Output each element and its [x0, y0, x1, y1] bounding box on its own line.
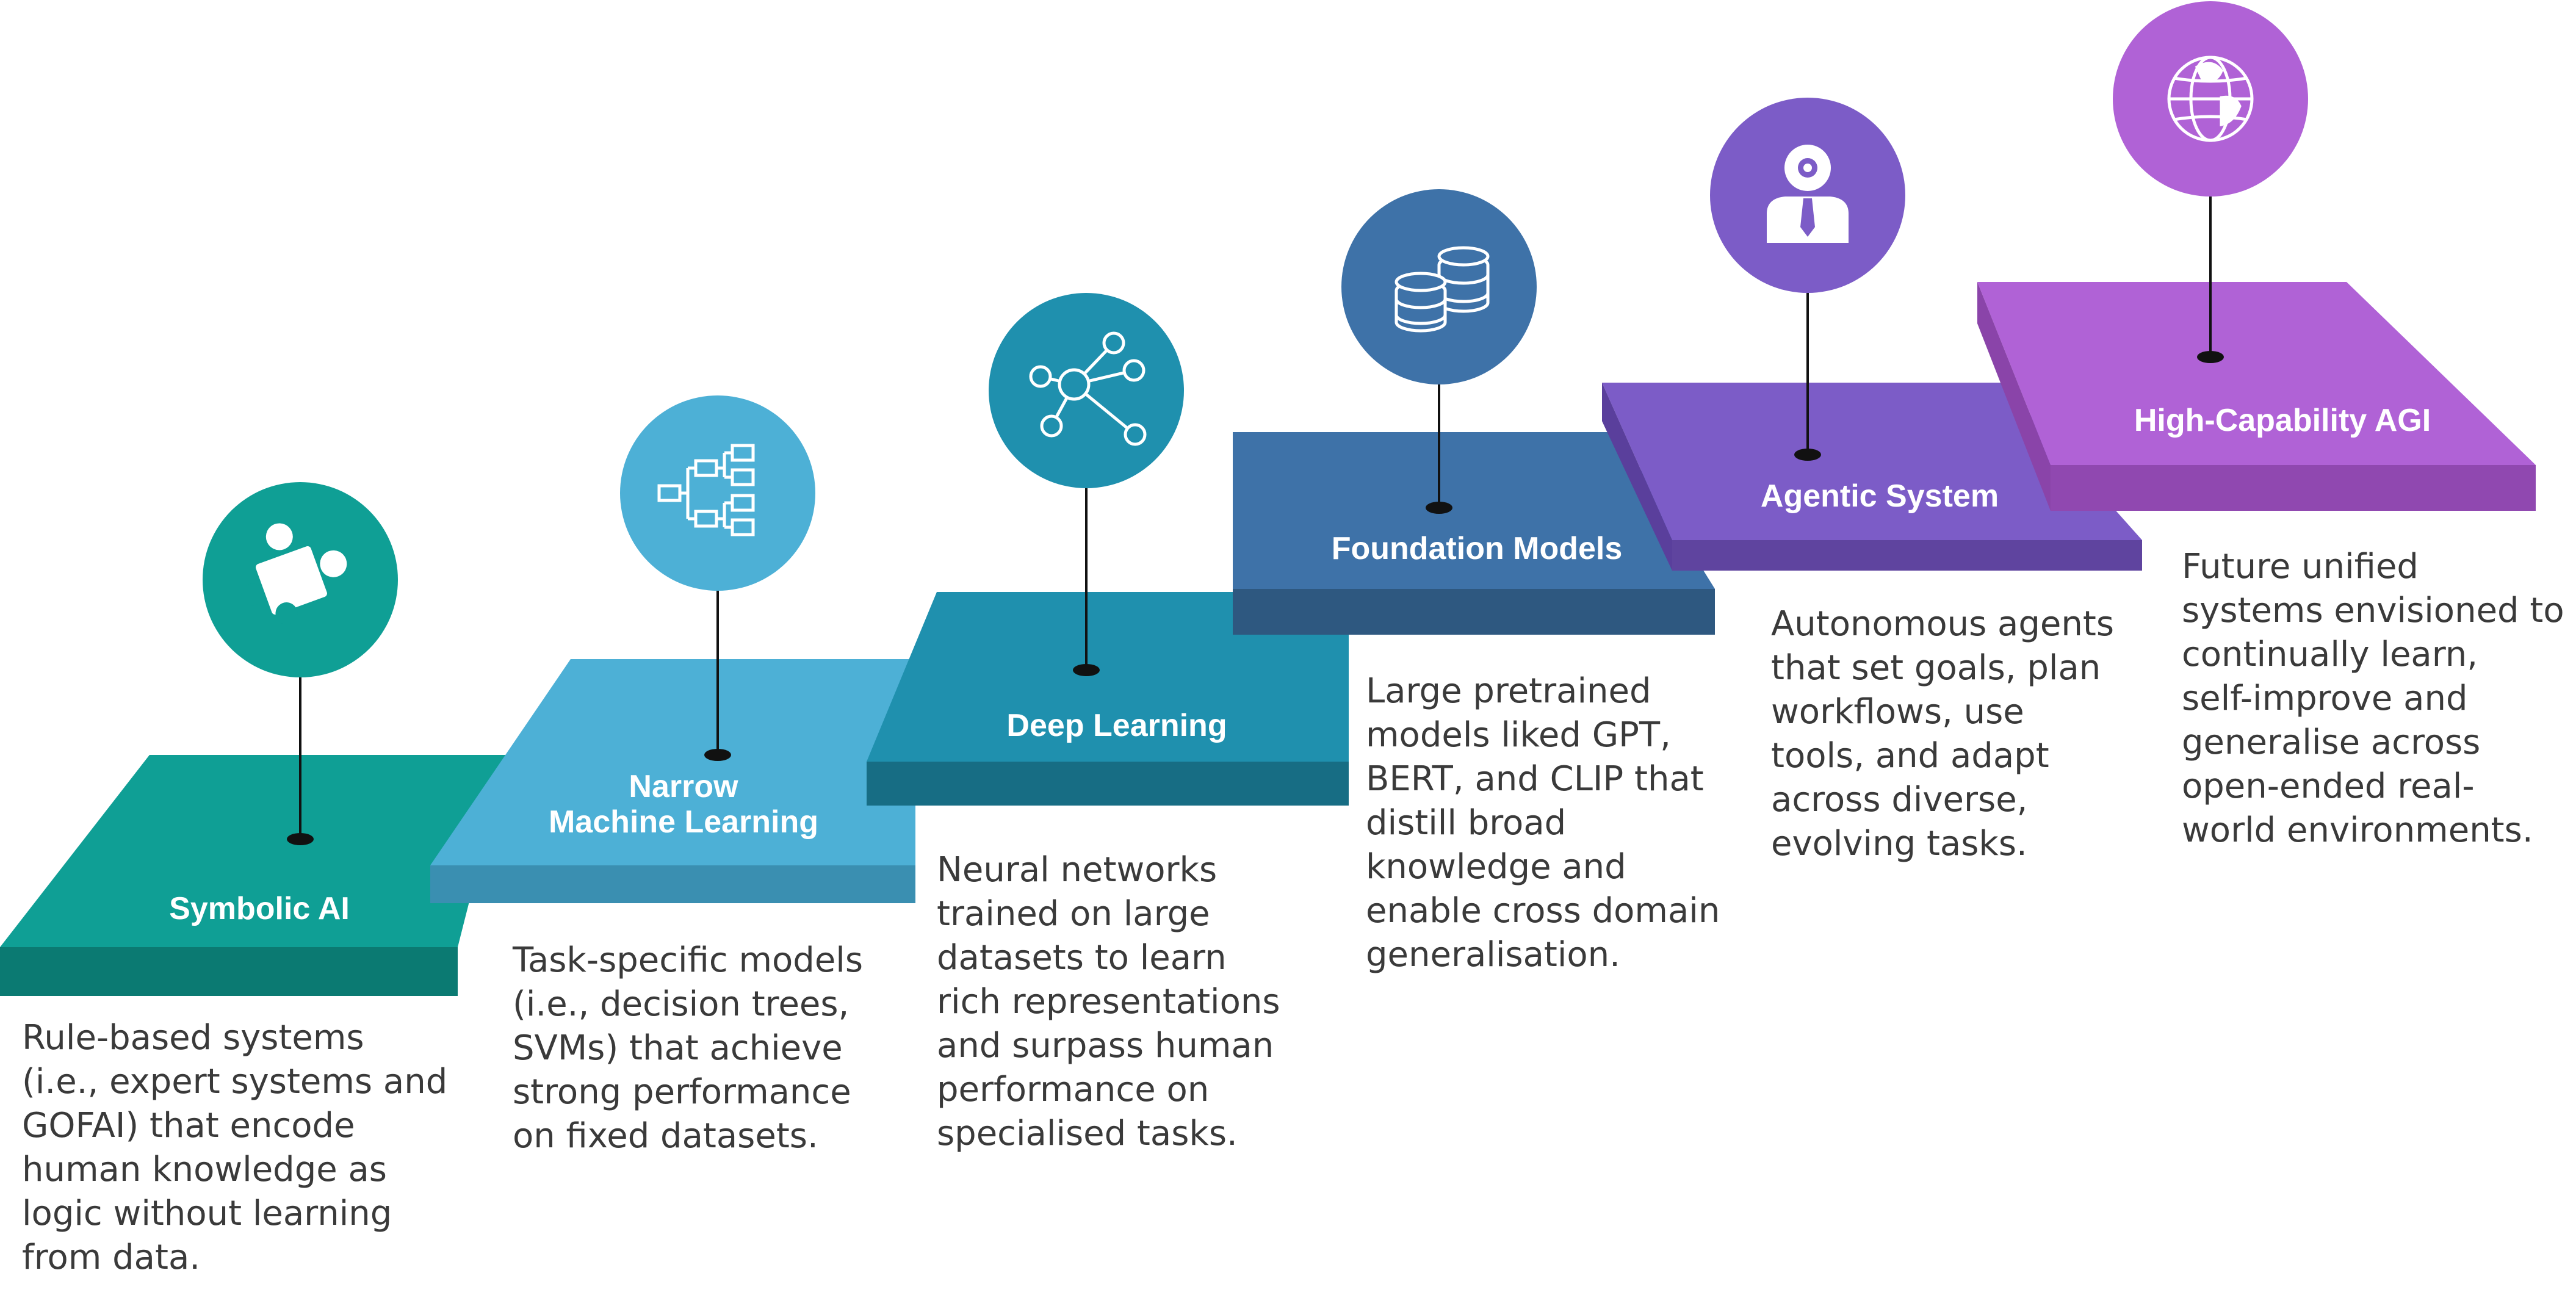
step-6-title: High-Capability AGI: [2134, 403, 2431, 438]
step-5-title: Agentic System: [1760, 478, 1999, 514]
pin-5: [1794, 293, 1821, 461]
puzzle-icon: [241, 523, 347, 625]
step-3-title: Deep Learning: [1006, 708, 1227, 743]
step-4-badge: [1341, 189, 1537, 384]
step-2-title: Narrow Machine Learning: [548, 769, 819, 840]
step-1-platform: [0, 755, 507, 996]
step-4-platform: [1233, 432, 1715, 635]
hierarchy-icon: [657, 444, 755, 536]
step-4-title: Foundation Models: [1331, 531, 1623, 566]
pin-6: [2197, 197, 2224, 363]
pin-2: [704, 587, 731, 761]
step-3-description: Neural networks trained on large dataset…: [937, 850, 1280, 1153]
step-5-description: Autonomous agents that set goals, plan w…: [1771, 604, 2114, 864]
step-2-description: Task-specific models (i.e., decision tre…: [513, 940, 863, 1156]
pin-4: [1426, 384, 1452, 514]
step-2-platform: [430, 659, 915, 903]
step-6-description: Future unified systems envisioned to con…: [2182, 547, 2564, 850]
pin-3: [1073, 488, 1100, 676]
step-5-badge: [1710, 98, 1905, 293]
step-5-platform: [1602, 383, 2142, 571]
globe-icon: [2167, 56, 2254, 142]
step-1-title: Symbolic AI: [169, 891, 350, 926]
step-3-platform: [867, 592, 1349, 806]
database-icon: [1394, 246, 1490, 333]
pin-1: [287, 673, 314, 845]
step-1-badge: [203, 482, 398, 677]
agent-icon: [1767, 145, 1849, 243]
step-6-platform: [1977, 282, 2536, 511]
step-1-description: Rule-based systems (i.e., expert systems…: [22, 1018, 448, 1277]
step-4-description: Large pretrained models liked GPT, BERT,…: [1366, 671, 1720, 975]
network-icon: [1029, 331, 1147, 446]
step-3-badge: [989, 293, 1184, 488]
step-6-badge: [2113, 1, 2308, 197]
step-2-badge: [620, 395, 815, 591]
